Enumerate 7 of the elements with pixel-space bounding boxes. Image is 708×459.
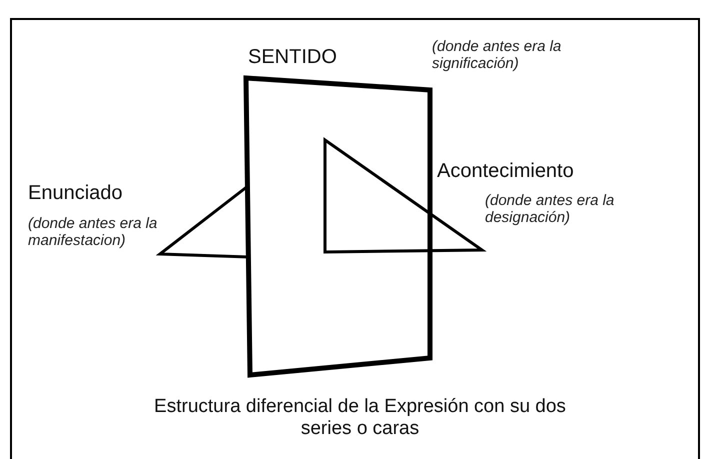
node-title: Acontecimiento xyxy=(437,160,574,183)
node-title: Enunciado xyxy=(28,182,123,205)
note-text: (donde antes era la manifestacion) xyxy=(28,215,158,249)
caption: Estructura diferencial de la Expresión con su dos series o caras xyxy=(153,396,567,440)
node-title: SENTIDO xyxy=(248,46,337,69)
note-text: (donde antes era la significación) xyxy=(432,38,562,72)
note-text: (donde antes era la designación) xyxy=(485,192,616,226)
